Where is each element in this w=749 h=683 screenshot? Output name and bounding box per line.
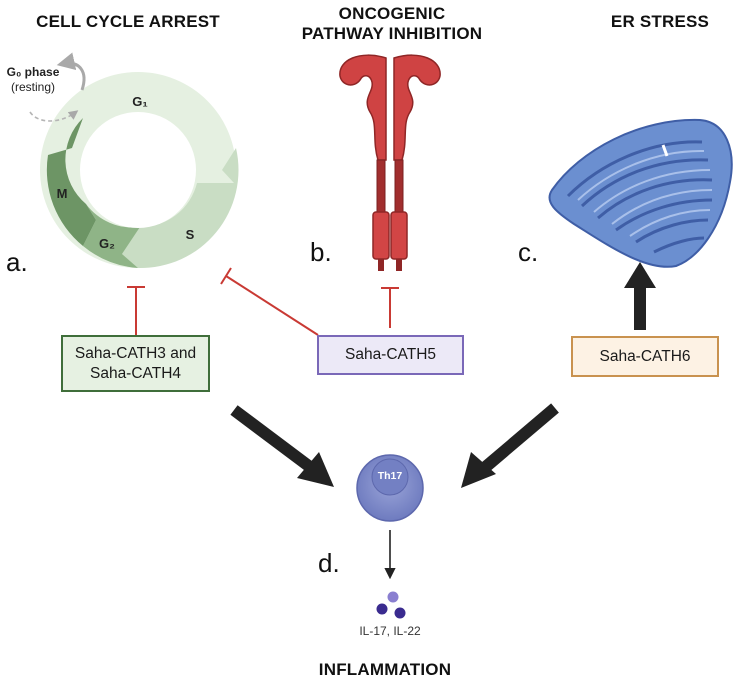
- g0-return-arrow: [29, 110, 79, 122]
- receptor-icon: [339, 54, 441, 271]
- panel-label-b: b.: [310, 237, 332, 267]
- box-saha-cath6: Saha-CATH6: [571, 336, 719, 377]
- box-saha-cath3-cath4: Saha-CATH3 and Saha-CATH4: [61, 335, 210, 392]
- heading-inflammation: INFLAMMATION: [318, 660, 452, 679]
- box-saha-cath5: Saha-CATH5: [317, 335, 464, 375]
- heading-oncogenic-pathway-inhibition: ONCOGENIC PATHWAY INHIBITION: [268, 4, 516, 44]
- panel-label-a: a.: [6, 247, 28, 277]
- th17-cell-icon: [356, 454, 424, 522]
- box-saha-cath4-line: Saha-CATH4: [89, 364, 182, 382]
- heading-oncogenic-line2: PATHWAY INHIBITION: [301, 24, 483, 43]
- heading-er-stress: ER STRESS: [610, 12, 710, 31]
- s-phase-label: S: [185, 227, 195, 242]
- endoplasmic-reticulum-icon: [548, 118, 733, 268]
- arrow-cath6-to-er: [624, 262, 656, 330]
- th17-label: Th17: [377, 470, 403, 482]
- panel-label-c: c.: [518, 237, 539, 267]
- g2-phase-segment: [83, 204, 140, 268]
- s-phase-segment: [122, 148, 239, 269]
- box-saha-cath3-line: Saha-CATH3 and: [74, 344, 197, 362]
- panel-label-d: d.: [318, 548, 340, 578]
- arrow-cath34-to-th17: [230, 405, 334, 487]
- cell-cycle-ring: [40, 72, 239, 269]
- g1-phase-label: G₁: [132, 94, 148, 109]
- g2-phase-label: G₂: [99, 236, 115, 251]
- g0-resting-label: (resting): [10, 80, 55, 94]
- heading-cell-cycle-arrest: CELL CYCLE ARREST: [36, 12, 220, 31]
- m-phase-segment: [46, 118, 96, 246]
- arrow-cath6-to-th17: [461, 403, 559, 488]
- cytokine-dots-icon: [376, 591, 406, 619]
- g0-phase-label: G₀ phase: [6, 65, 60, 79]
- g0-exit-arrow: [56, 52, 86, 91]
- heading-oncogenic-line1: ONCOGENIC: [338, 4, 446, 23]
- inhibition-line-cell-cycle: [127, 286, 145, 335]
- inhibition-line-receptor: [381, 287, 399, 328]
- m-phase-label: M: [56, 186, 68, 201]
- cytokines-label: IL-17, IL-22: [359, 624, 421, 638]
- inhibition-line-cath5-to-cycle: [220, 267, 319, 336]
